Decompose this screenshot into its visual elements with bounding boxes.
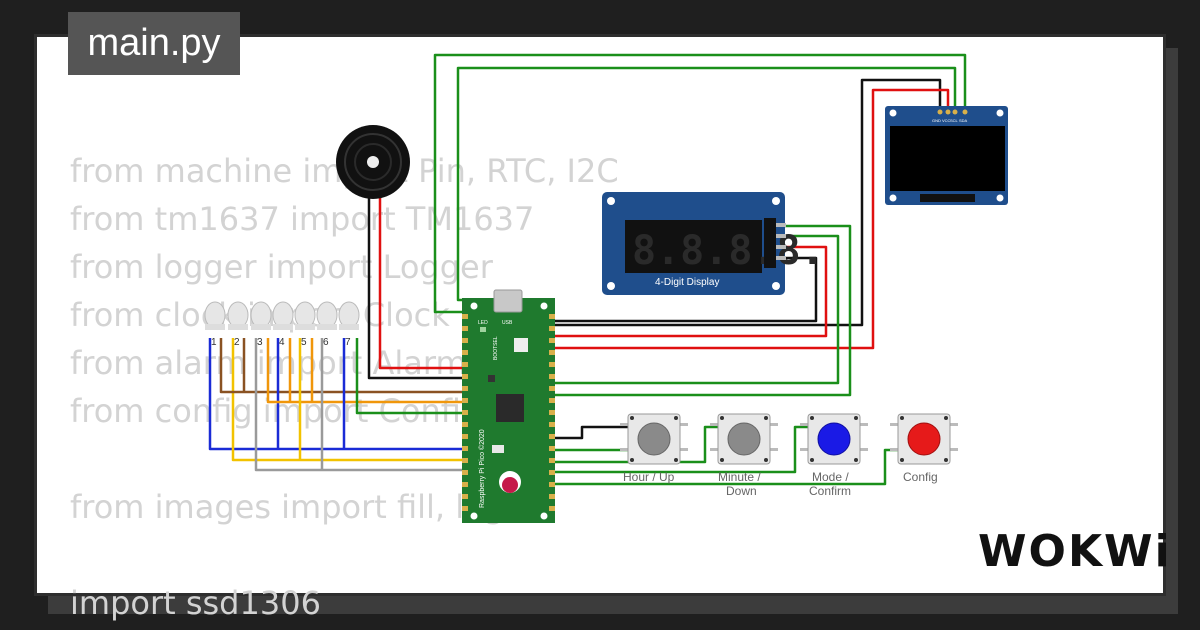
code-line: import ssd1306 [70,584,321,622]
code-line: from tm1637 import TM1637 [70,200,535,238]
button-mode-confirm-label-2: Confirm [809,484,851,498]
led-7[interactable] [338,301,360,330]
led-label-7: 7 [345,337,351,348]
wire-led-2b [219,338,466,394]
code-preview: from machine import Pin, RTC, I2C from t… [70,147,619,627]
wire-btn-hour [552,425,628,440]
button-hour-up-label: Hour / Up [623,470,675,484]
button-config[interactable]: Config [890,413,958,484]
led-5[interactable] [294,301,316,330]
wire-7seg-dio [552,234,840,385]
wire-led-2 [231,338,466,462]
code-line: from config import Config [70,392,482,430]
button-minute-down-label-1: Minute / [718,470,761,484]
wire-led-1 [208,338,466,451]
led-label-1: 1 [211,337,217,348]
wire-btn-mode [552,425,810,474]
raspberry-pi-pico[interactable]: USB LED BOOTSEL Raspberry Pi Pico ©2020 [462,289,555,523]
wire-7seg-vcc [552,245,828,338]
oled-display[interactable]: GND VCC SCL SDA [885,106,1008,205]
led-bar: 1 2 3 4 5 6 7 [204,301,360,348]
led-label-3: 3 [257,337,263,348]
pico-board-label: Raspberry Pi Pico ©2020 [478,429,486,508]
led-6[interactable] [316,301,338,330]
seven-segment-display[interactable]: 8.8.8.8. 4-Digit Display [602,192,825,295]
led-3[interactable] [250,301,272,330]
button-hour-up[interactable]: Hour / Up [620,413,688,484]
pico-led-label: LED [478,320,488,326]
button-config-label: Config [903,470,938,484]
led-label-6: 6 [323,337,329,348]
oled-pin-vcc: VCC [942,118,951,123]
pico-usb-label: USB [502,320,513,326]
button-minute-down-label-2: Down [726,484,757,498]
wire-buzzer-neg [367,195,466,380]
wire-oled-sda [433,53,967,314]
led-label-2: 2 [234,337,240,348]
wire-led-4b [266,338,466,404]
wire-7seg-clk [552,224,852,397]
seven-segment-digits: 8.8.8.8. [632,228,825,274]
led-label-4: 4 [279,337,285,348]
oled-pin-gnd: GND [932,118,941,123]
button-mode-confirm[interactable]: Mode / Confirm [800,413,868,498]
led-1[interactable] [204,301,226,330]
oled-pin-sda: SDA [959,118,968,123]
button-mode-confirm-label-1: Mode / [812,470,849,484]
wire-oled-vcc [552,88,950,350]
led-2[interactable] [227,301,249,330]
wire-oled-scl [456,66,957,302]
buzzer[interactable] [336,125,410,199]
led-label-5: 5 [301,337,307,348]
wire-led-3 [254,338,466,472]
wire-7seg-gnd [552,256,818,323]
code-line: from logger import Logger [70,248,493,286]
led-4[interactable] [272,301,294,330]
seven-segment-caption: 4-Digit Display [655,277,719,288]
pico-bootsel-label: BOOTSEL [493,336,499,360]
wokwi-logo: WOKWi [978,526,1172,577]
button-minute-down[interactable]: Minute / Down [710,413,778,498]
wire-led-7b [355,338,466,415]
file-tab[interactable]: main.py [68,12,240,75]
wire-buzzer-pos [378,195,466,370]
code-line: from machine import Pin, RTC, I2C [70,152,619,190]
oled-pin-scl: SCL [950,118,959,123]
